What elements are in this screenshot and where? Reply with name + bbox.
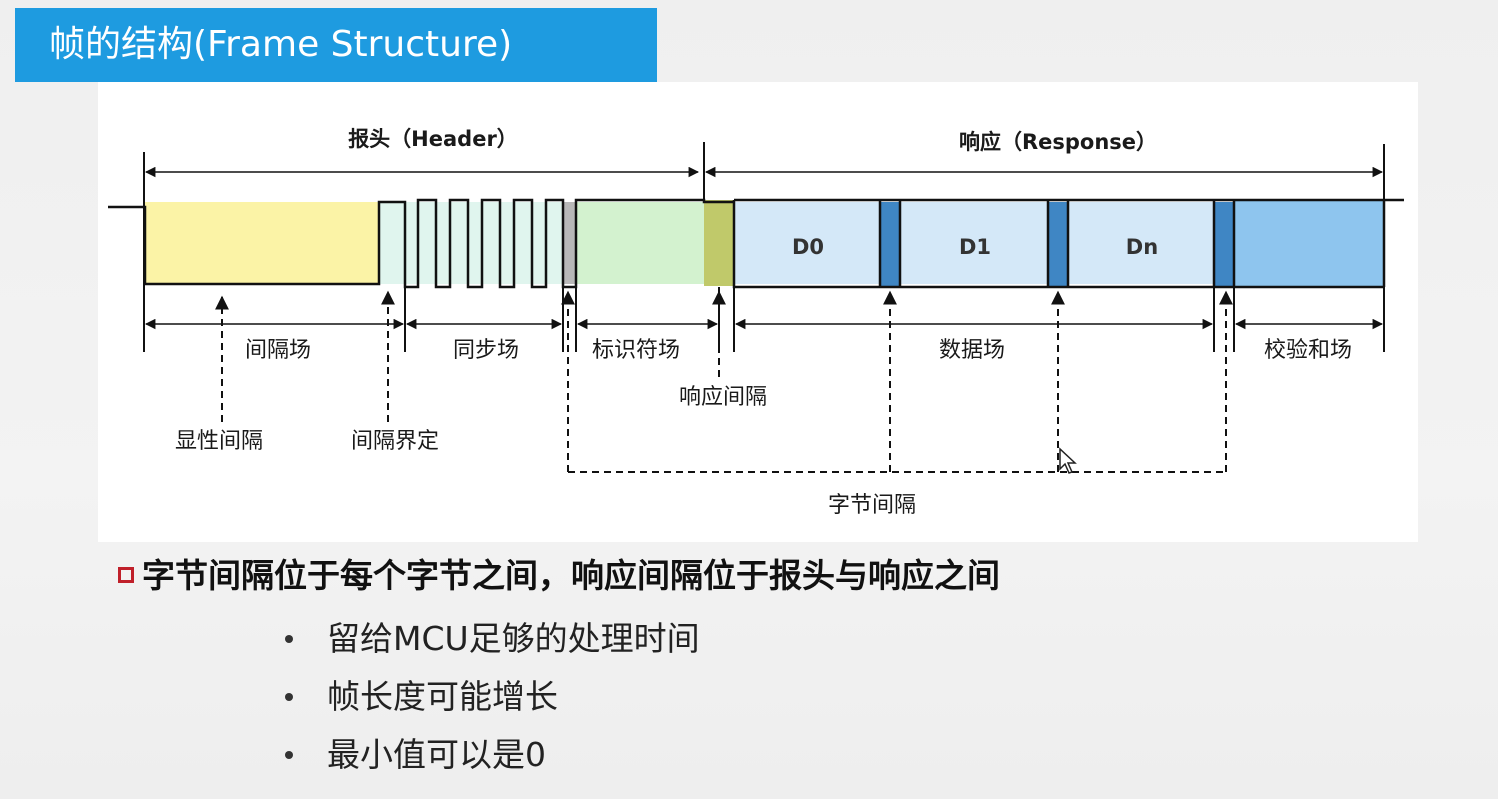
main-point: 字节间隔位于每个字节之间，响应间隔位于报头与响应之间 [118,548,1000,604]
response-space-block [704,200,734,286]
interbyte-space-block [880,202,900,286]
data-d0-block [734,202,880,284]
data-d1-label: D1 [959,235,991,259]
mouse-cursor-icon [1059,447,1077,474]
frame-diagram-svg: 报头（Header） 响应（Response） D0 D1 Dn [108,127,1404,518]
response-label: 响应（Response） [959,130,1157,154]
interbyte-space-block [1214,202,1234,286]
identifier-field-label: 标识符场 [592,338,680,363]
break-field-label: 间隔场 [245,338,311,363]
main-point-text: 字节间隔位于每个字节之间，响应间隔位于报头与响应之间 [142,556,1000,595]
sub-point: 留给MCU足够的处理时间 [285,610,700,668]
break-field-block [145,202,379,284]
sub-point: 帧长度可能增长 [285,668,700,726]
sub-point-text: 最小值可以是0 [327,735,546,774]
interbyte-space-label: 字节间隔 [828,493,916,518]
sub-point-text: 留给MCU足够的处理时间 [327,619,700,658]
data-field-label: 数据场 [939,338,1005,363]
data-dn-block [1068,202,1214,284]
identifier-field-block [576,202,704,284]
interbyte-space-block [1048,202,1068,286]
bullet-dot-icon [285,692,293,701]
sync-field-label: 同步场 [453,338,519,363]
data-d1-block [900,202,1048,284]
frame-structure-diagram: 报头（Header） 响应（Response） D0 D1 Dn [98,82,1418,542]
break-delimiter-label: 间隔界定 [351,429,439,454]
field-boundary-ticks [143,287,1385,352]
break-delimiter-block [379,202,405,284]
sub-point: 最小值可以是0 [285,726,700,784]
data-d0-label: D0 [792,235,824,259]
data-dn-label: Dn [1126,235,1158,259]
sync-break-label: 显性间隔 [175,429,263,454]
checksum-field-label: 校验和场 [1264,338,1352,363]
header-label: 报头（Header） [348,127,518,151]
response-space-label: 响应间隔 [679,385,767,410]
slide-title: 帧的结构(Frame Structure) [15,8,657,82]
sync-field-block [405,202,563,284]
square-bullet-icon [118,566,134,583]
checksum-field-block [1234,200,1384,286]
bullet-dot-icon [285,750,293,759]
sync-gap-block [563,202,576,284]
bullet-dot-icon [285,634,293,643]
sub-point-list: 留给MCU足够的处理时间 帧长度可能增长 最小值可以是0 [285,610,700,784]
sub-point-text: 帧长度可能增长 [327,677,558,716]
